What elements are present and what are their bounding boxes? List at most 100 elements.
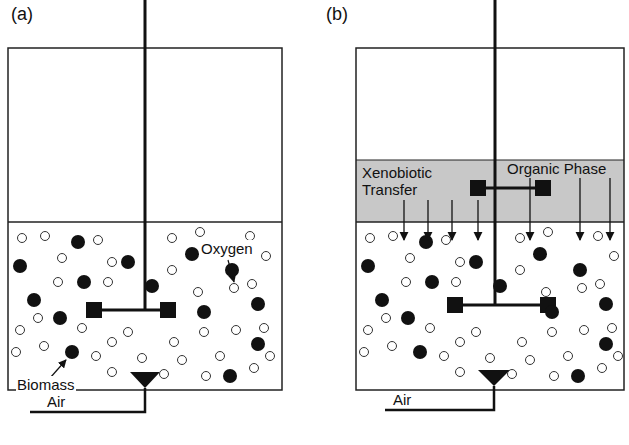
transfer-arrow [579, 178, 580, 240]
oxygen-bubble [78, 324, 87, 333]
oxygen-bubble [452, 278, 461, 287]
oxygen-bubble [216, 352, 225, 361]
oxygen-bubble [614, 352, 623, 361]
biomass-cell [71, 235, 85, 249]
oxygen-bubble [58, 254, 67, 263]
oxygen-bubble [508, 370, 517, 379]
oxygen-bubble [406, 254, 415, 263]
oxygen-bubble [516, 266, 525, 275]
biomass-cell [251, 297, 265, 311]
transfer-arrow [403, 200, 404, 240]
oxygen-bubble [526, 356, 535, 365]
oxygen-bubble [610, 252, 619, 261]
organic-phase-band: Xenobiotic Transfer Organic Phase [357, 161, 623, 221]
impeller-blade [86, 302, 102, 318]
oxygen-bubble [260, 324, 269, 333]
oxygen-bubble [486, 354, 495, 363]
impeller-blade [535, 180, 551, 196]
panel-letter: (a) [10, 6, 34, 23]
oxygen-bubble [168, 234, 177, 243]
biomass-cell [401, 311, 415, 325]
panel-letter: (b) [325, 6, 349, 23]
transfer-arrow [427, 200, 428, 240]
impeller-blade [470, 180, 486, 196]
biomass-cell [599, 337, 613, 351]
oxygen-bubble [564, 352, 573, 361]
oxygen-bubble [389, 232, 398, 241]
sparger [130, 372, 160, 388]
biomass-cell [77, 275, 91, 289]
oxygen-bubble [382, 314, 391, 323]
oxygen-bubble [138, 354, 147, 363]
biomass-cell [425, 275, 439, 289]
oxygen-bubble [12, 348, 21, 357]
impeller-blade [160, 302, 176, 318]
oxygen-bubble [472, 328, 481, 337]
impeller-arm [95, 309, 168, 312]
oxygen-bubble [364, 326, 373, 335]
sparger [478, 370, 510, 386]
biomass-cell [251, 337, 265, 351]
biomass-cell [361, 259, 375, 273]
biomass-cell [121, 255, 135, 269]
transfer-arrow [609, 178, 610, 240]
impeller-shaft [144, 0, 147, 310]
oxygen-bubble [440, 352, 449, 361]
organic-phase-fill [356, 160, 624, 222]
callout-label: Biomass [16, 376, 76, 393]
oxygen-bubble [92, 352, 101, 361]
oxygen-bubble [230, 284, 239, 293]
oxygen-bubble [178, 356, 187, 365]
biomass-cell [13, 259, 27, 273]
oxygen-bubble [580, 326, 589, 335]
biomass-cell [375, 293, 389, 307]
oxygen-bubble [196, 228, 205, 237]
oxygen-bubble [518, 338, 527, 347]
oxygen-bubble [54, 278, 63, 287]
biomass-cell [571, 369, 585, 383]
biomass-cell [225, 263, 239, 277]
biomass-cell [185, 247, 199, 261]
oxygen-bubble [608, 324, 617, 333]
liquid-surface [356, 221, 624, 223]
biomass-cell [413, 345, 427, 359]
oxygen-bubble [200, 328, 209, 337]
biomass-cell [27, 293, 41, 307]
air-pipe [385, 386, 494, 410]
biomass-cell [469, 255, 483, 269]
oxygen-bubble [366, 234, 375, 243]
oxygen-bubble [108, 338, 117, 347]
oxygen-bubble [16, 326, 25, 335]
biomass-cell [493, 279, 507, 293]
biomass-cell [197, 305, 211, 319]
transfer-arrow [477, 200, 478, 240]
oxygen-bubble [262, 252, 271, 261]
impeller-blade [447, 297, 463, 313]
oxygen-bubble [456, 258, 465, 267]
oxygen-bubble [124, 328, 133, 337]
phase-name: Organic Phase [507, 160, 621, 177]
oxygen-bubble [596, 280, 605, 289]
oxygen-bubble [544, 228, 553, 237]
oxygen-bubble [202, 372, 211, 381]
transfer-arrow [529, 178, 530, 240]
vessel [356, 48, 624, 390]
oxygen-bubble [578, 284, 587, 293]
biomass-cell [599, 297, 613, 311]
biomass-cell [223, 369, 237, 383]
phase-note: Xenobiotic Transfer [362, 164, 454, 198]
oxygen-bubble [388, 342, 397, 351]
oxygen-bubble [108, 258, 117, 267]
oxygen-bubble [108, 368, 117, 377]
oxygen-bubble [18, 234, 27, 243]
biomass-cell [419, 235, 433, 249]
oxygen-bubble [550, 372, 559, 381]
biomass-cell [145, 279, 159, 293]
oxygen-bubble [40, 342, 49, 351]
oxygen-bubble [168, 266, 177, 275]
oxygen-bubble [194, 288, 203, 297]
inlet-label: Air [392, 391, 412, 408]
oxygen-bubble [426, 324, 435, 333]
oxygen-bubble [232, 326, 241, 335]
